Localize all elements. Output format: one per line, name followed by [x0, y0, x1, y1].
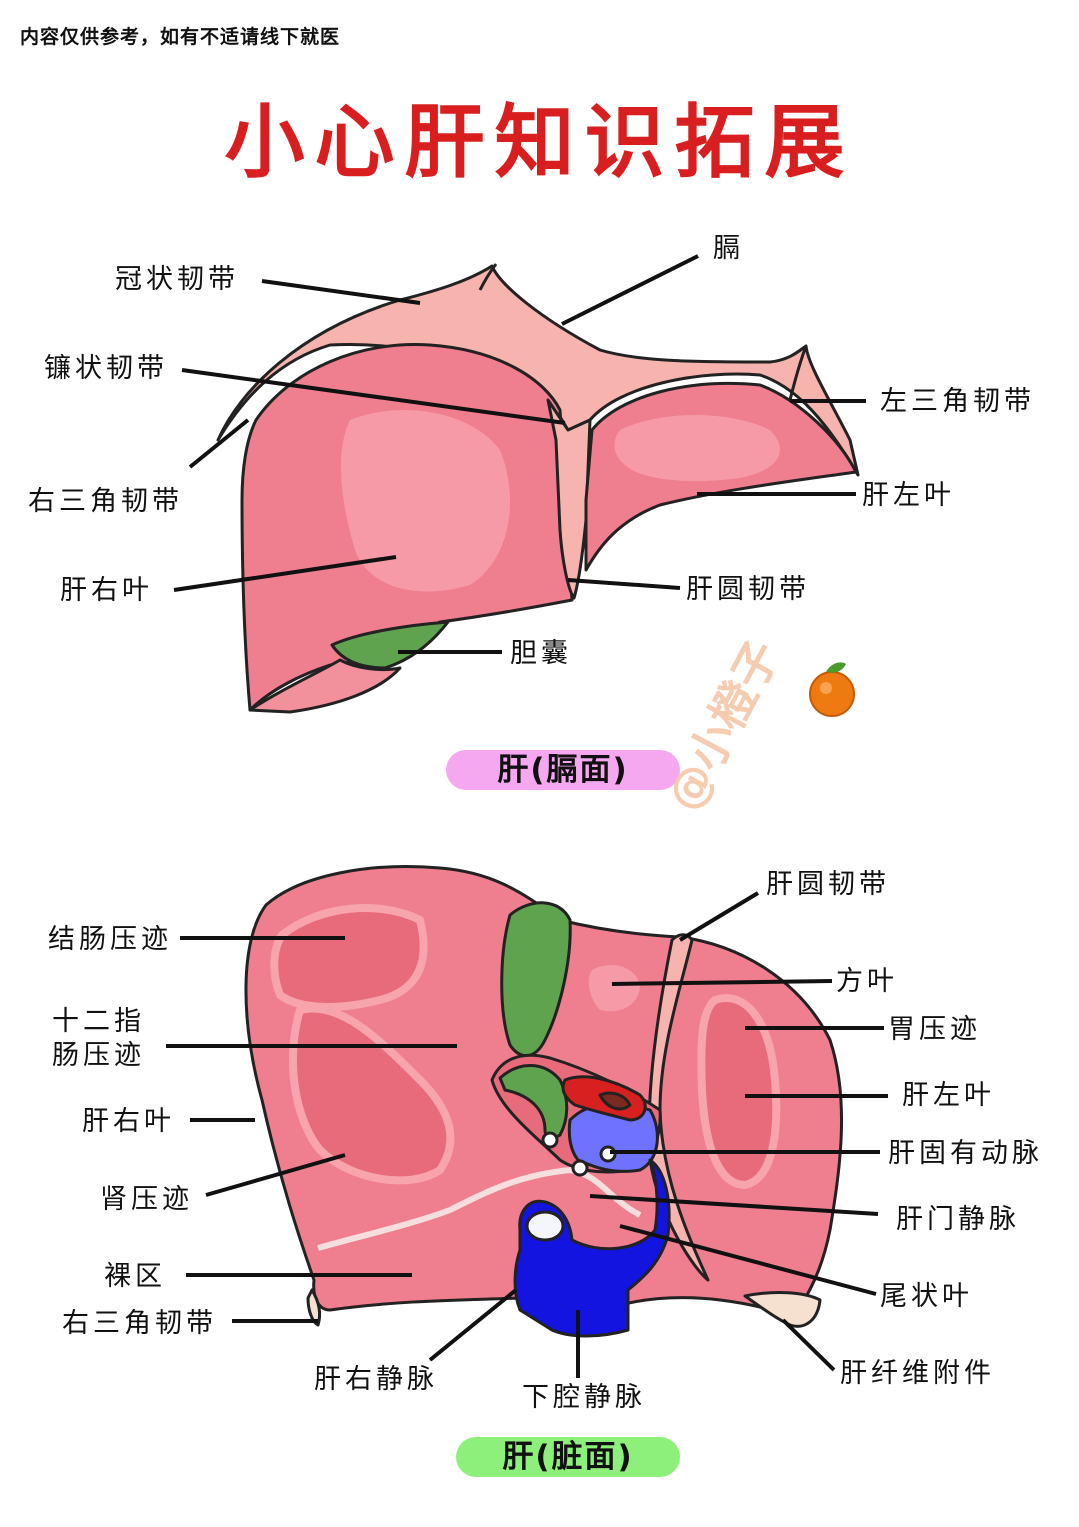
label-hepatic-artery: 肝固有动脉 [888, 1140, 1043, 1167]
leader-fibrous [783, 1320, 834, 1370]
orange-icon [810, 662, 854, 716]
label-duodenal-impression-1: 十二指 [52, 1008, 145, 1035]
label-v-round-ligament: 肝圆韧带 [766, 871, 890, 898]
label-bare-area: 裸区 [104, 1263, 166, 1290]
label-diaphragm: 膈 [713, 235, 744, 262]
label-left-triangular-ligament: 左三角韧带 [880, 388, 1035, 415]
label-duodenal-impression-2: 肠压迹 [52, 1042, 145, 1069]
label-renal-impression: 肾压迹 [100, 1186, 193, 1213]
label-right-hepatic-vein: 肝右静脉 [314, 1366, 438, 1393]
label-gastric-impression: 胃压迹 [888, 1016, 981, 1043]
diaphragmatic-caption: 肝(膈面) [446, 750, 680, 790]
label-gallbladder: 胆囊 [510, 640, 572, 667]
label-coronary-ligament: 冠状韧带 [115, 266, 239, 293]
label-falciform-ligament: 镰状韧带 [44, 355, 168, 382]
label-quadrate-lobe: 方叶 [836, 968, 898, 995]
label-left-lobe: 肝左叶 [862, 482, 955, 509]
right-lobe-highlight [341, 410, 510, 592]
label-right-triangular-ligament: 右三角韧带 [28, 488, 183, 515]
label-right-lobe: 肝右叶 [60, 577, 153, 604]
label-fibrous-appendix: 肝纤维附件 [840, 1360, 995, 1387]
label-colic-impression: 结肠压迹 [48, 926, 172, 953]
duct-opening [543, 1133, 557, 1147]
vena-cava-opening [527, 1212, 563, 1240]
leader-round [568, 580, 680, 588]
visceral-caption: 肝(脏面) [456, 1437, 680, 1477]
label-v-right-lobe: 肝右叶 [82, 1108, 175, 1135]
portal-opening [573, 1161, 587, 1175]
label-inferior-vena-cava: 下腔静脉 [522, 1384, 646, 1411]
label-caudate-lobe: 尾状叶 [880, 1283, 973, 1310]
label-v-right-triangular-ligament: 右三角韧带 [62, 1310, 217, 1337]
leader-diaphragm [562, 256, 698, 324]
label-v-left-lobe: 肝左叶 [902, 1082, 995, 1109]
leader-v-round [680, 893, 758, 940]
label-portal-vein: 肝门静脉 [896, 1206, 1020, 1233]
leader-coronary [262, 281, 420, 303]
left-lobe-highlight [615, 415, 780, 481]
label-round-ligament: 肝圆韧带 [686, 576, 810, 603]
colic-impression [274, 908, 423, 1007]
leader-right-triangular [190, 420, 248, 467]
